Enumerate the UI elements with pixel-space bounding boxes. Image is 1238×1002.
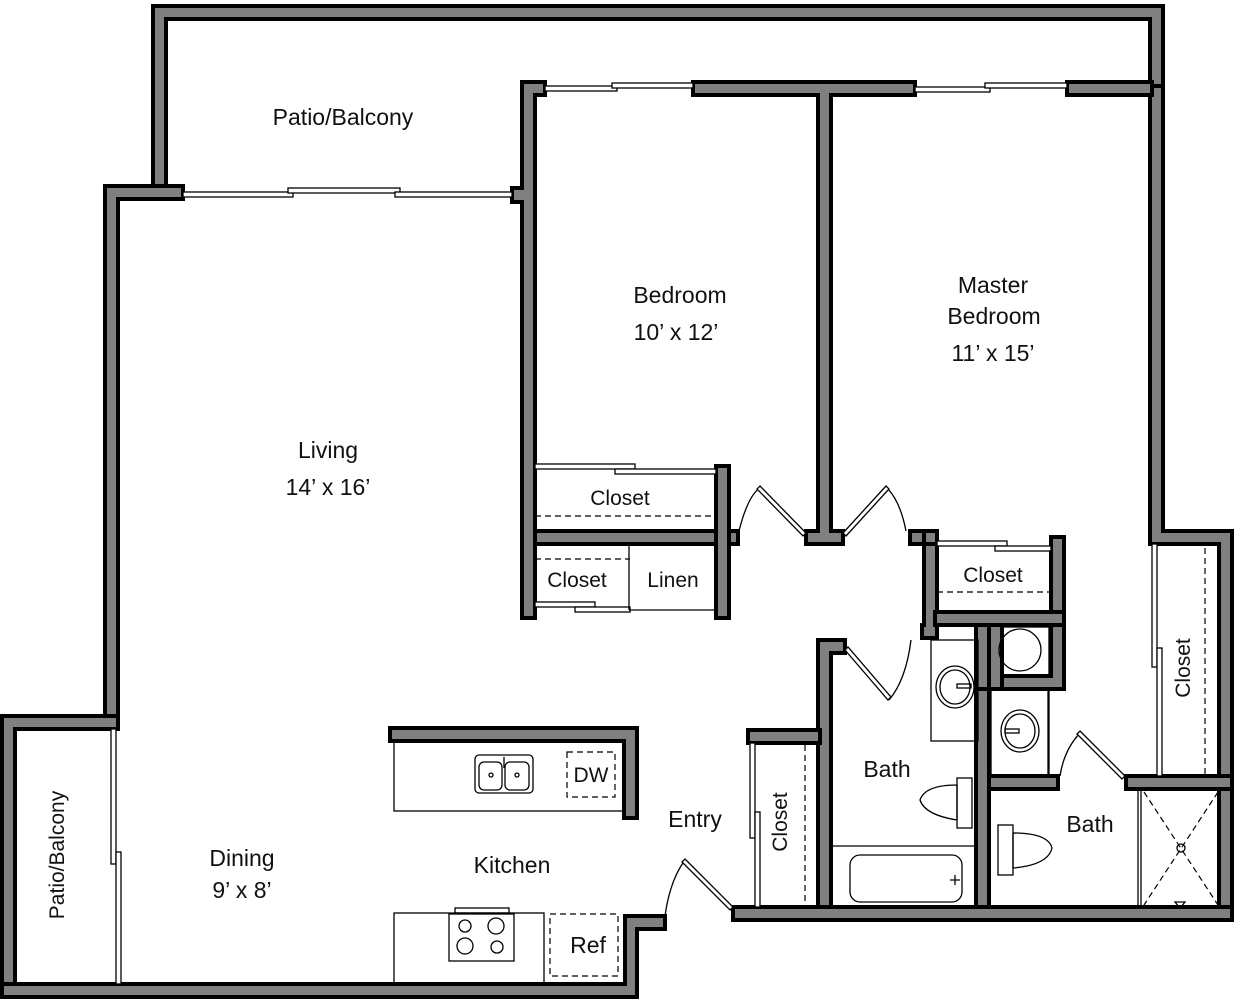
water-heater-icon xyxy=(998,628,1042,672)
bathtub-icon xyxy=(849,854,963,903)
label-master-line1: Master xyxy=(958,272,1029,298)
label-dishwasher: DW xyxy=(574,764,609,787)
label-master-closet-long: Closet xyxy=(1172,638,1195,698)
sink-icon xyxy=(935,665,975,709)
shower-drain-icon xyxy=(1176,843,1186,853)
kitchen-fixtures xyxy=(393,740,625,985)
exterior-walls xyxy=(0,4,1234,999)
label-bedroom: Bedroom xyxy=(633,282,726,308)
range-icon xyxy=(448,907,515,962)
label-kitchen: Kitchen xyxy=(474,852,551,878)
dishwasher xyxy=(566,751,616,798)
interior-walls xyxy=(388,80,1234,909)
label-dining: Dining xyxy=(209,845,274,871)
label-linen: Linen xyxy=(647,569,698,592)
toilet-icon xyxy=(997,824,1053,876)
label-hall-closet: Closet xyxy=(547,569,607,592)
label-master-line2: Bedroom xyxy=(947,303,1040,329)
label-living-size: 14’ x 16’ xyxy=(286,474,371,500)
label-master-size: 11’ x 15’ xyxy=(951,340,1034,366)
swing-doors xyxy=(664,485,1126,917)
sink-icon xyxy=(474,754,534,794)
label-master-closet-small: Closet xyxy=(963,564,1023,587)
label-patio-top: Patio/Balcony xyxy=(273,104,414,130)
sink-icon xyxy=(1000,709,1040,753)
label-bath-master: Bath xyxy=(1066,811,1113,837)
label-living: Living xyxy=(298,437,358,463)
bath-fixtures xyxy=(831,626,1219,910)
toilet-icon xyxy=(919,777,973,829)
label-bath-hall: Bath xyxy=(863,756,910,782)
label-dining-size: 9’ x 8’ xyxy=(212,877,271,903)
refrigerator xyxy=(549,913,619,977)
room-labels: Patio/Balcony Living 14’ x 16’ Bedroom 1… xyxy=(46,104,1195,958)
label-refrigerator: Ref xyxy=(570,932,606,958)
label-bedroom-size: 10’ x 12’ xyxy=(634,319,719,345)
closet-shelves xyxy=(535,515,1206,905)
label-entry: Entry xyxy=(668,806,722,832)
sliding-doors xyxy=(110,82,1163,985)
label-bedroom-closet: Closet xyxy=(590,487,650,510)
label-entry-closet: Closet xyxy=(769,792,792,852)
label-patio-left: Patio/Balcony xyxy=(46,790,69,919)
